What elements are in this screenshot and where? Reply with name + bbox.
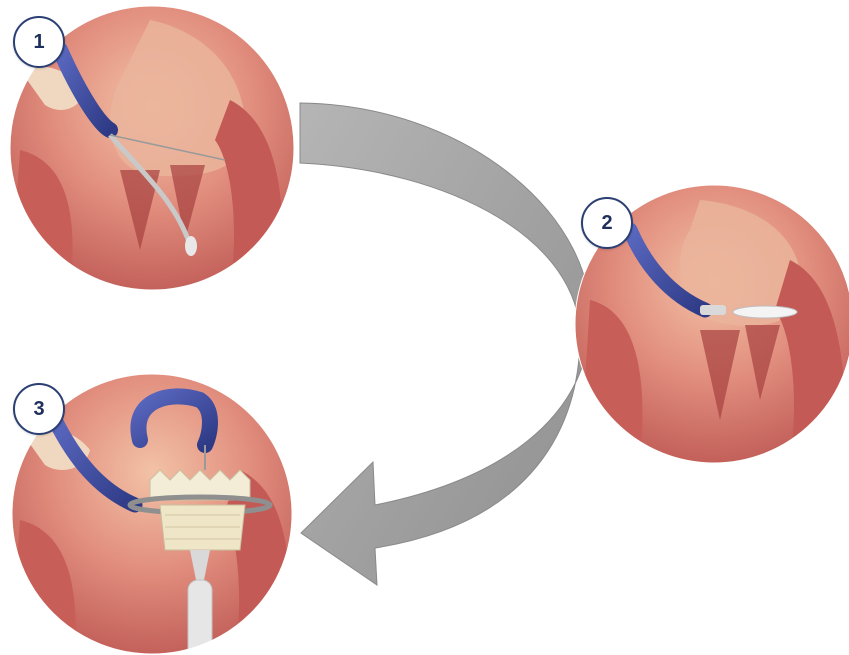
step-3-badge: 3 bbox=[13, 383, 65, 435]
step-1-badge: 1 bbox=[13, 16, 65, 68]
curved-arrow bbox=[300, 103, 591, 585]
step-2-badge: 2 bbox=[581, 197, 633, 249]
